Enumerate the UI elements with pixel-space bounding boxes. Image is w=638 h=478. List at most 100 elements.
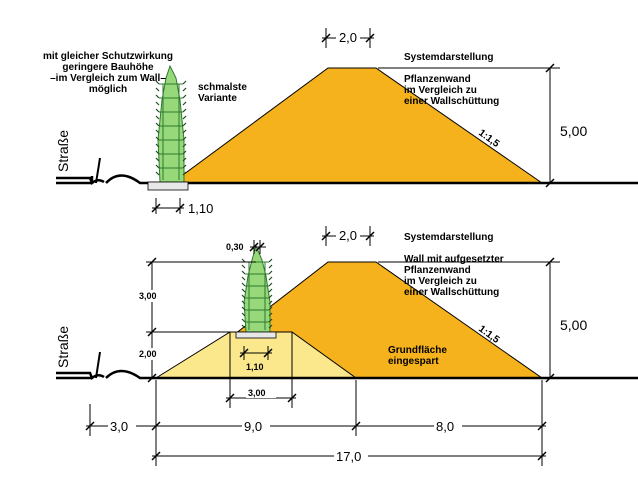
top-desc-line-3: einer Wallschüttung xyxy=(404,96,499,107)
hedge-leaf-tick xyxy=(268,270,273,275)
top-hedge-wall xyxy=(147,64,189,191)
hedge-leaf-tick xyxy=(268,282,273,287)
bottom-hedge-foundation xyxy=(235,331,277,339)
hedge-leaf-tick xyxy=(155,150,160,155)
hedge-leaf-tick xyxy=(241,282,246,287)
hedge-leaf-tick xyxy=(182,157,187,162)
hedge-leaf-tick xyxy=(155,143,160,148)
plinth-width-dimension: 3,00 xyxy=(225,332,297,408)
top-variant-line-1: schmalste xyxy=(198,82,247,93)
horizontal-dimensions: 3,0 9,0 8,0 17,0 xyxy=(85,380,547,466)
hedge-leaf-tick xyxy=(268,318,273,323)
top-note-line-3: –im Vergleich zum Wall– xyxy=(50,73,166,84)
hedge-leaf-tick xyxy=(155,164,160,169)
top-title: Systemdarstellung xyxy=(404,52,493,63)
svg-text:5,00: 5,00 xyxy=(560,317,587,333)
svg-text:1,10: 1,10 xyxy=(246,362,264,372)
top-desc-line-2: im Vergleich zu xyxy=(404,85,477,96)
hedge-leaf-tick xyxy=(155,94,160,99)
hedge-leaf-tick xyxy=(155,171,160,176)
bottom-section: Systemdarstellung Wall mit aufgesetzter … xyxy=(55,226,638,466)
hedge-leaf-tick xyxy=(241,288,246,293)
hedge-leaf-tick xyxy=(241,294,246,299)
svg-text:17,0: 17,0 xyxy=(336,449,361,464)
hedge-leaf-tick xyxy=(241,306,246,311)
hedge-leaf-tick xyxy=(155,87,160,92)
hedge-leaf-tick xyxy=(182,150,187,155)
top-note-line-1: mit gleicher Schutzwirkung xyxy=(43,51,173,62)
top-base-width-dimension: 1,10 xyxy=(151,198,213,216)
hedge-leaf-tick xyxy=(182,101,187,106)
hedge-leaf-tick xyxy=(182,129,187,134)
hedge-leaf-tick xyxy=(182,143,187,148)
hedge-base-width-dimension: 1,10 xyxy=(239,346,273,372)
bottom-title: Systemdarstellung xyxy=(404,232,493,243)
top-note-line-4: möglich xyxy=(89,84,127,95)
hedge-lattice xyxy=(245,261,269,330)
hedge-leaf-tick xyxy=(268,288,273,293)
hedge-leaf-tick xyxy=(155,129,160,134)
hedge-leaf-tick xyxy=(241,300,246,305)
hedge-leaf-tick xyxy=(182,122,187,127)
svg-text:3,0: 3,0 xyxy=(110,419,128,434)
bottom-hedge-wall xyxy=(235,244,277,339)
top-road-label: Straße xyxy=(55,130,71,172)
hedge-leaf-tick xyxy=(182,87,187,92)
hedge-leaf-tick xyxy=(268,294,273,299)
hedge-leaf-tick xyxy=(182,171,187,176)
svg-text:2,0: 2,0 xyxy=(339,228,357,243)
svg-text:2,0: 2,0 xyxy=(339,30,357,45)
hedge-leaf-tick xyxy=(268,306,273,311)
hedge-lattice xyxy=(159,83,183,180)
hedge-leaf-tick xyxy=(155,80,160,85)
svg-text:3,00: 3,00 xyxy=(139,291,157,301)
hedge-leaf-tick xyxy=(268,264,273,269)
svg-text:1,10: 1,10 xyxy=(188,201,213,216)
bottom-height-dimension: 5,00 xyxy=(378,257,587,383)
top-desc-line-1: Pflanzenwand xyxy=(404,74,471,85)
hedge-leaf-tick xyxy=(182,115,187,120)
bottom-crest-dimension: 2,0 xyxy=(321,226,375,246)
bottom-desc-line-3: im Vergleich zu xyxy=(404,276,477,287)
svg-text:9,0: 9,0 xyxy=(244,419,262,434)
top-height-dimension: 5,00 xyxy=(378,63,587,188)
hedge-leaf-tick xyxy=(268,324,273,329)
bottom-desc-line-2: Pflanzenwand xyxy=(404,265,471,276)
hedge-leaf-tick xyxy=(268,312,273,317)
wall-height-dimensions: 3,00 2,00 xyxy=(136,257,256,383)
svg-text:3,00: 3,00 xyxy=(248,388,266,398)
hedge-leaf-tick xyxy=(241,264,246,269)
top-crest-dimension: 2,0 xyxy=(321,28,375,48)
hedge-leaf-tick xyxy=(241,276,246,281)
bottom-desc-line-4: einer Wallschüttung xyxy=(404,287,499,298)
hedge-leaf-tick xyxy=(155,115,160,120)
hedge-leaf-tick xyxy=(241,318,246,323)
hedge-leaf-tick xyxy=(241,324,246,329)
hedge-leaf-tick xyxy=(155,108,160,113)
bottom-road-label: Straße xyxy=(55,326,71,368)
top-variant-line-2: Variante xyxy=(198,93,237,104)
hedge-leaf-tick xyxy=(268,276,273,281)
top-section: mit gleicher Schutzwirkung geringere Bau… xyxy=(43,28,638,216)
hedge-leaf-tick xyxy=(182,164,187,169)
bottom-desc-line-1: Wall mit aufgesetzter xyxy=(404,254,504,265)
footprint-label-line-1: Grundfläche xyxy=(388,345,447,356)
bottom-ground-line xyxy=(56,369,638,380)
top-hedge-foundation xyxy=(147,181,189,191)
top-note-line-2: geringere Bauhöhe xyxy=(62,62,154,73)
hedge-leaf-tick xyxy=(268,258,273,263)
svg-text:5,00: 5,00 xyxy=(560,123,587,139)
hedge-leaf-tick xyxy=(182,136,187,141)
hedge-leaf-tick xyxy=(182,94,187,99)
hedge-leaf-tick xyxy=(182,108,187,113)
hedge-leaf-tick xyxy=(155,157,160,162)
hedge-leaf-tick xyxy=(155,136,160,141)
hedge-leaf-tick xyxy=(241,270,246,275)
svg-text:8,0: 8,0 xyxy=(436,419,454,434)
footprint-label-line-2: eingespart xyxy=(388,356,439,367)
hedge-leaf-tick xyxy=(155,101,160,106)
hedge-leaf-tick xyxy=(155,122,160,127)
hedge-leaf-tick xyxy=(241,312,246,317)
